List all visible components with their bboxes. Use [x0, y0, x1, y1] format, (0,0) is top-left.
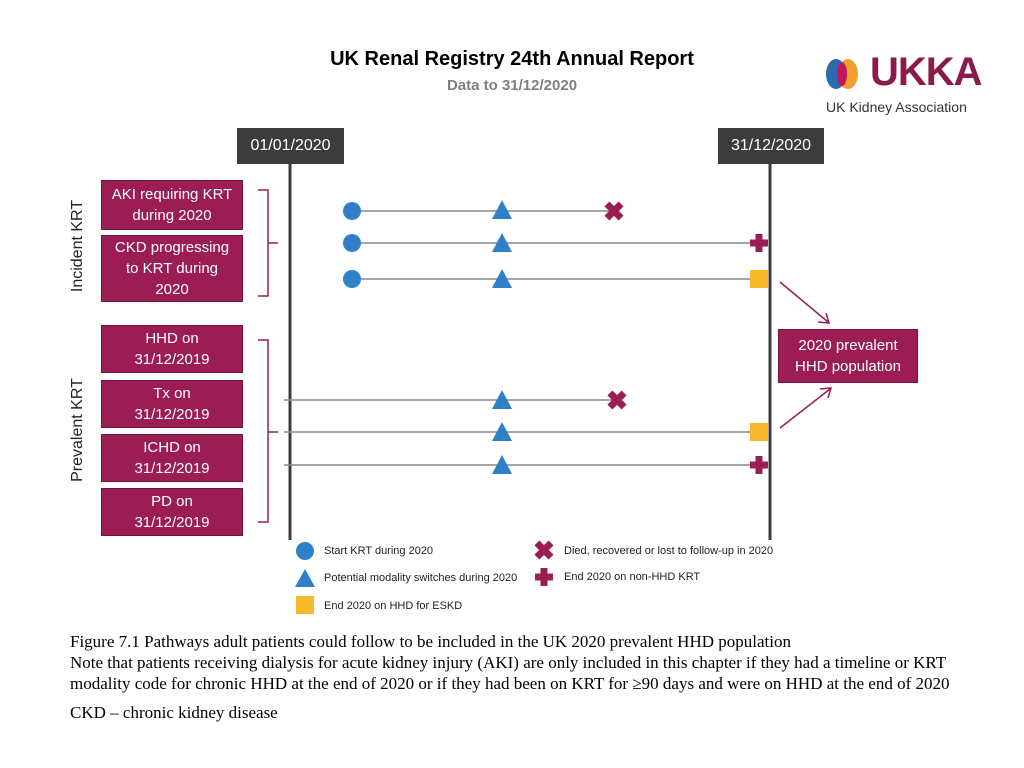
legend-cross-icon [534, 540, 554, 560]
arrow-to-population [779, 388, 831, 429]
modality-switch-triangle-icon [492, 200, 512, 219]
end-date-header: 31/12/2020 [718, 128, 824, 164]
modality-switch-triangle-icon [492, 422, 512, 441]
figure-caption: Figure 7.1 Pathways adult patients could… [70, 631, 970, 694]
arrow-to-population [779, 281, 829, 323]
modality-switch-triangle-icon [492, 455, 512, 474]
caption-line-2: Note that patients receiving dialysis fo… [70, 653, 950, 693]
legend-plus-icon [535, 568, 553, 586]
legend-died-label: Died, recovered or lost to follow-up in … [564, 545, 774, 557]
died-cross-icon [604, 201, 624, 221]
legend-square-icon [296, 596, 314, 614]
ckd-box: CKD progressing to KRT during 2020 [101, 235, 243, 302]
legend-triangle-icon [295, 569, 315, 587]
prevalent-bracket [258, 339, 278, 523]
incident-bracket [258, 189, 278, 297]
start-krt-circle-icon [343, 270, 361, 288]
report-subtitle: Data to 31/12/2020 [446, 77, 578, 94]
incident-krt-label: Incident KRT [69, 199, 87, 293]
abbreviation-note: CKD – chronic kidney disease [70, 703, 278, 722]
hhd-square-icon [750, 270, 768, 288]
legend-start-label: Start KRT during 2020 [324, 545, 434, 557]
ichd-box: ICHD on 31/12/2019 [101, 434, 243, 482]
died-cross-icon [607, 390, 627, 410]
ukka-wordmark: UKKA [870, 50, 983, 94]
caption-line-1: Figure 7.1 Pathways adult patients could… [70, 632, 791, 651]
start-krt-circle-icon [343, 202, 361, 220]
non-hhd-plus-icon [750, 456, 768, 474]
legend-circle-icon [296, 542, 314, 560]
modality-switch-triangle-icon [492, 233, 512, 252]
report-title: UK Renal Registry 24th Annual Report [330, 48, 694, 70]
pd-box: PD on 31/12/2019 [101, 488, 243, 536]
legend-non-hhd-label: End 2020 on non-HHD KRT [564, 571, 701, 583]
population-box: 2020 prevalent HHD population [778, 329, 918, 383]
legend-switch-label: Potential modality switches during 2020 [324, 572, 518, 584]
non-hhd-plus-icon [750, 234, 768, 252]
hhd-square-icon [750, 423, 768, 441]
aki-box: AKI requiring KRT during 2020 [101, 180, 243, 230]
modality-switch-triangle-icon [492, 390, 512, 409]
tx-box: Tx on 31/12/2019 [101, 380, 243, 428]
hhd-box: HHD on 31/12/2019 [101, 325, 243, 373]
legend-hhd-label: End 2020 on HHD for ESKD [324, 600, 463, 612]
start-date-header: 01/01/2020 [237, 128, 344, 164]
ukka-logo-mark-icon [826, 59, 858, 89]
modality-switch-triangle-icon [492, 269, 512, 288]
prevalent-krt-label: Prevalent KRT [69, 378, 86, 482]
start-krt-circle-icon [343, 234, 361, 252]
ukka-tagline: UK Kidney Association [826, 99, 967, 115]
